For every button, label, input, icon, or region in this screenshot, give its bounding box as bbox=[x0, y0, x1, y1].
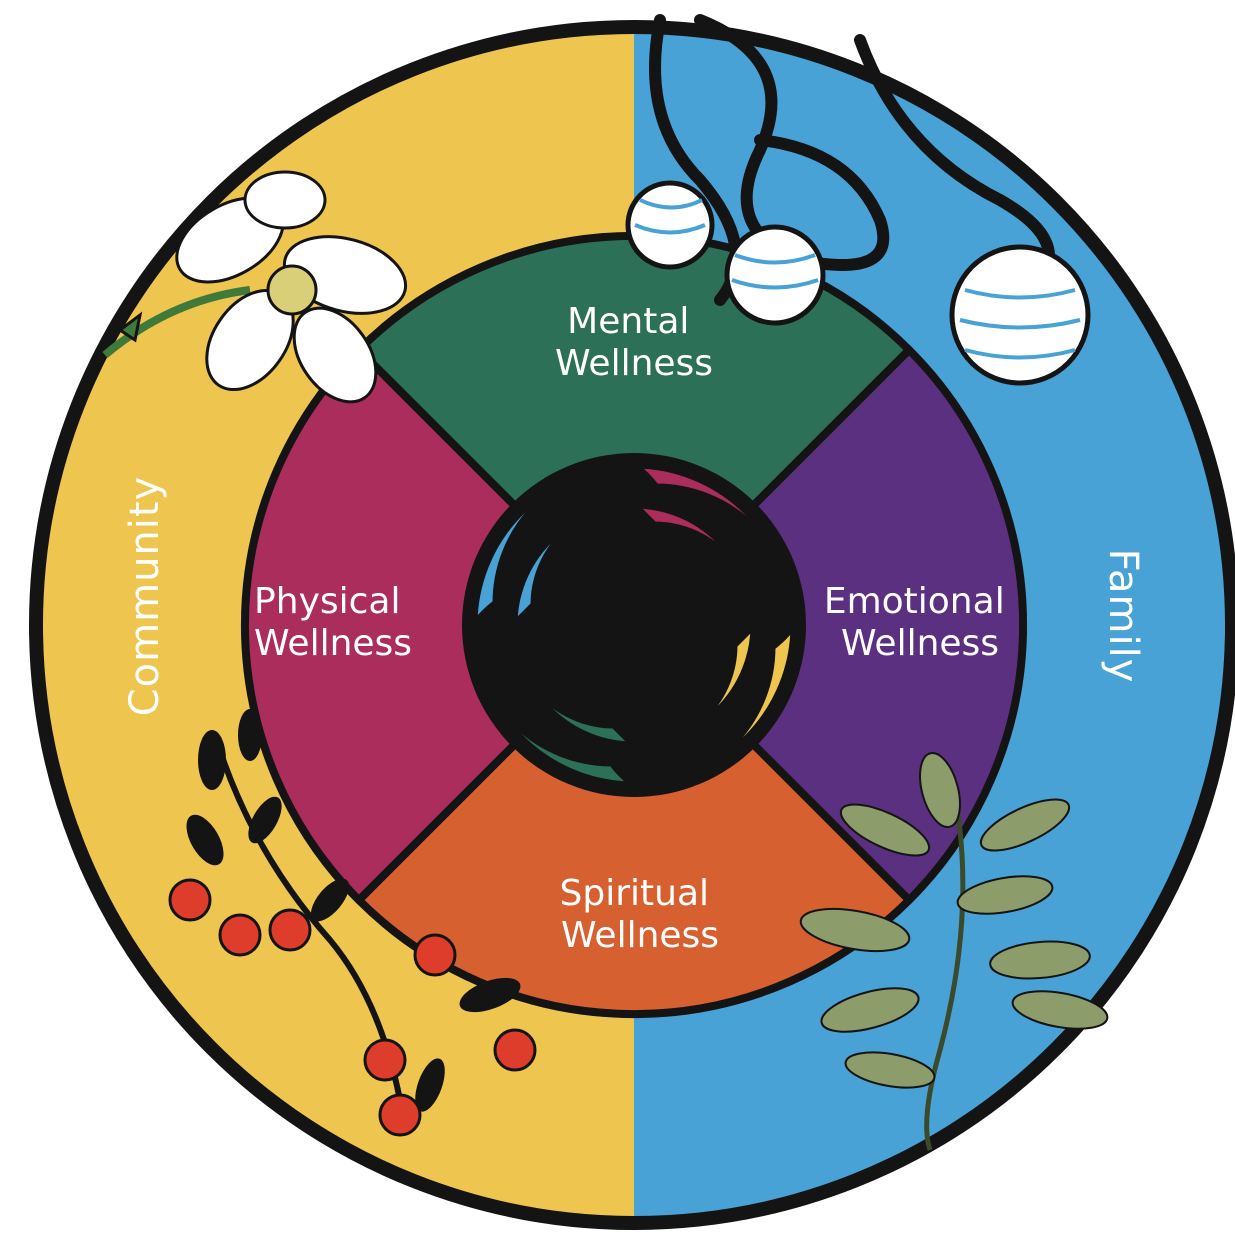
spiritual-label: Spiritual Wellness bbox=[560, 873, 721, 956]
spiritual-line-1: Spiritual bbox=[560, 873, 710, 914]
berry-branch-icon bbox=[168, 709, 537, 1137]
mental-label: Mental Wellness bbox=[555, 301, 713, 384]
flower-icon bbox=[102, 170, 408, 404]
physical-line-2: Wellness bbox=[254, 623, 412, 664]
physical-line-1: Physical bbox=[254, 581, 400, 622]
mental-line-1: Mental bbox=[567, 301, 689, 342]
emotional-line-1: Emotional bbox=[824, 581, 1005, 622]
beaded-strand-icon bbox=[625, 14, 1091, 386]
swirl-icon bbox=[462, 453, 806, 797]
mental-line-2: Wellness bbox=[555, 343, 713, 384]
community-label: Community bbox=[122, 476, 168, 717]
physical-label: Physical Wellness bbox=[254, 581, 412, 664]
spiritual-line-2: Wellness bbox=[561, 915, 719, 956]
quadrant-physical bbox=[240, 345, 638, 905]
outer-ring-border bbox=[29, 20, 1235, 1230]
sage-branch-icon bbox=[799, 752, 1109, 1151]
emotional-line-2: Wellness bbox=[841, 623, 999, 664]
family-label: Family bbox=[1100, 549, 1146, 684]
emotional-label: Emotional Wellness bbox=[824, 581, 1016, 664]
